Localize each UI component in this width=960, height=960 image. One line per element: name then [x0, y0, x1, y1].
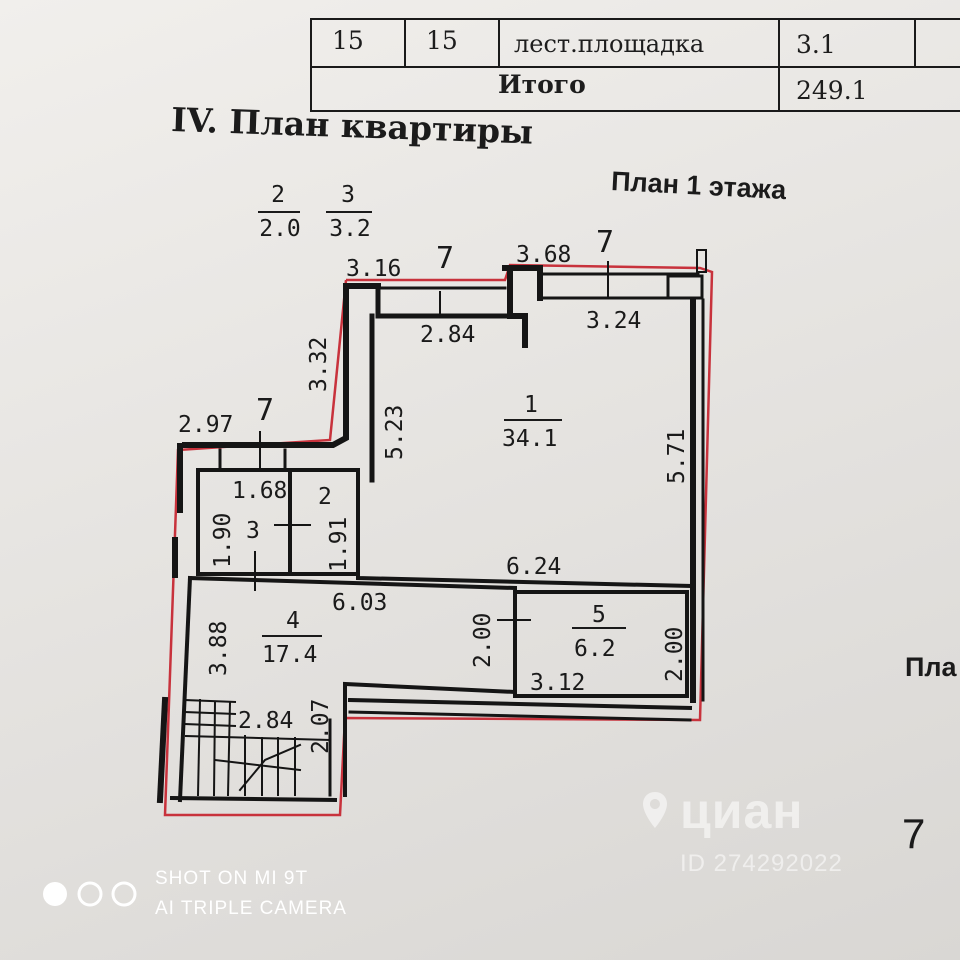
dim-3-32: 3.32: [306, 337, 332, 392]
page-number: 7: [902, 810, 926, 857]
room-5: 5 6.2: [572, 602, 626, 662]
dim-5-23: 5.23: [382, 405, 408, 460]
dim-2-84-bottom: 2.84: [238, 708, 293, 734]
table-cell-name: лест.площадка: [514, 30, 705, 58]
table-total-label: Итого: [498, 70, 586, 99]
watermark-id: ID 274292022: [680, 850, 843, 877]
room-4-area: 17.4: [262, 642, 317, 668]
table-total-area: 249.1: [796, 76, 868, 105]
room-4: 4 17.4: [262, 608, 322, 668]
room-5-num: 5: [592, 602, 606, 628]
table-cell-area: 3.1: [796, 30, 836, 59]
dim-6-24: 6.24: [506, 554, 561, 580]
dim-2-07: 2.07: [308, 699, 334, 754]
map-pin-icon: [643, 792, 667, 828]
legend-b-area: 3.2: [329, 216, 371, 242]
legend: 2 2.0 3 3.2: [258, 182, 372, 242]
dim-2-00-a: 2.00: [470, 613, 496, 668]
room-4-num: 4: [286, 608, 300, 634]
wall-mark-3: 7: [256, 393, 274, 428]
legend-a-area: 2.0: [259, 216, 301, 242]
camera-line-2: AI TRIPLE CAMERA: [155, 898, 347, 919]
dim-3-12: 3.12: [530, 670, 585, 696]
room-1-area: 34.1: [502, 426, 557, 452]
dim-5-71: 5.71: [664, 429, 690, 484]
camera-dots-icon: [43, 881, 137, 907]
legend-b-num: 3: [341, 182, 355, 208]
wall-mark-1: 7: [436, 241, 454, 276]
watermark: циан ID 274292022: [640, 782, 900, 892]
room-1: 1 34.1: [502, 392, 562, 452]
dim-1-90: 1.90: [210, 513, 236, 568]
dim-3-88: 3.88: [206, 621, 232, 676]
room-1-num: 1: [524, 392, 538, 418]
table-cell-col1: 15: [332, 26, 364, 55]
legend-a-num: 2: [271, 182, 285, 208]
table-cell-col2: 15: [426, 26, 458, 55]
dim-3-24: 3.24: [586, 308, 641, 334]
dim-3-68: 3.68: [516, 242, 571, 268]
wall-mark-2: 7: [596, 225, 614, 260]
dim-1-68: 1.68: [232, 478, 287, 504]
dim-2-97: 2.97: [178, 412, 233, 438]
dim-2-84-top: 2.84: [420, 322, 475, 348]
dim-1-91: 1.91: [326, 517, 352, 572]
camera-line-1: SHOT ON MI 9T: [155, 868, 309, 889]
room-3-num: 3: [246, 518, 260, 544]
dim-3-16: 3.16: [346, 256, 401, 282]
walls: [156, 249, 707, 804]
watermark-logo: циан: [680, 783, 804, 839]
dim-6-03: 6.03: [332, 590, 387, 616]
cut-off-heading: Пла: [905, 652, 957, 682]
room-5-area: 6.2: [574, 636, 616, 662]
dim-2-00-b: 2.00: [662, 627, 688, 682]
room-2-num: 2: [318, 484, 332, 510]
area-table: 15 15 лест.площадка 3.1 Итого 249.1: [300, 12, 960, 112]
